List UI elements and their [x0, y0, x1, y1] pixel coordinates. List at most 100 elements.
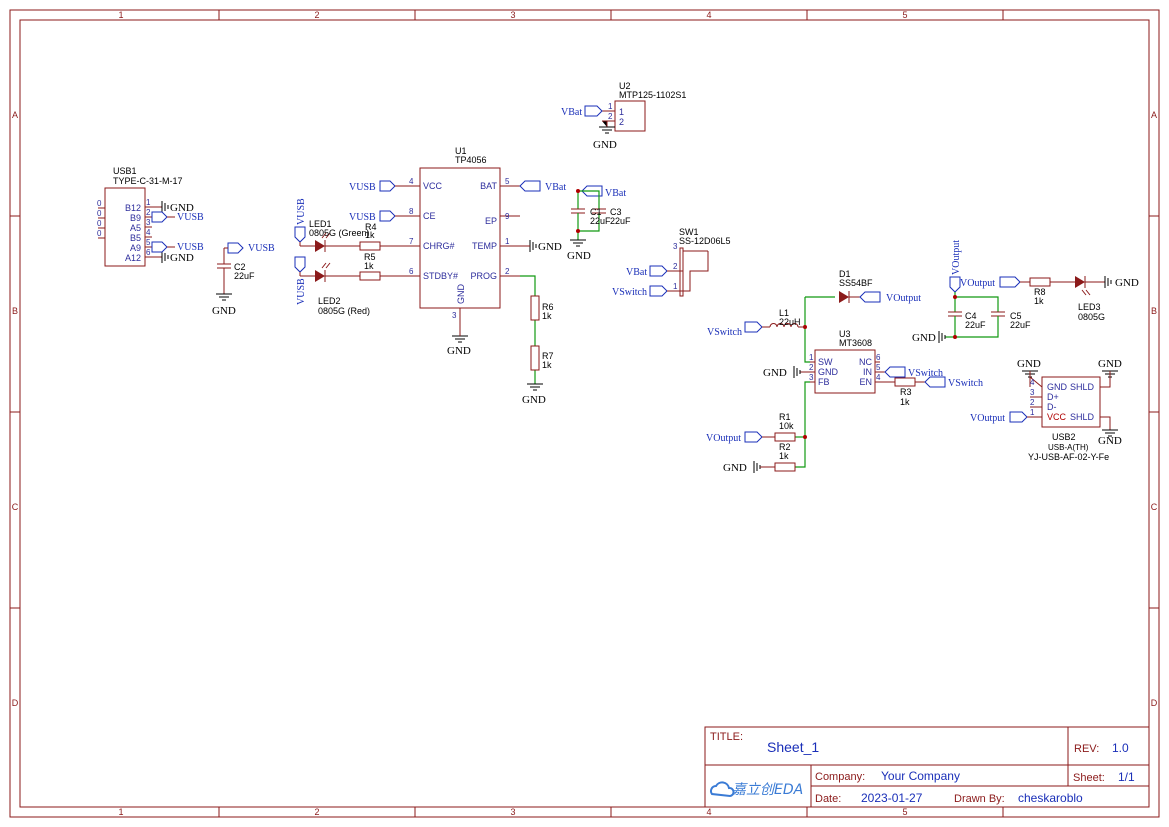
r7-ref: R7	[542, 351, 554, 361]
u3-pin-sw: SW	[818, 357, 833, 367]
u2-value: MTP125-1102S1	[619, 90, 686, 100]
usb2-gnd-bottom: GND	[1098, 435, 1122, 447]
u3-pin-nc: NC	[859, 357, 872, 367]
usb2-gnd-top-left: GND	[1017, 358, 1041, 370]
drawn-by-value: cheskaroblo	[1018, 791, 1083, 805]
frame-col-4: 4	[706, 10, 711, 20]
u1-ce-vusb-label: VUSB	[349, 212, 376, 223]
u3-pinnum-2: 2	[809, 363, 814, 372]
frame-col-1-bottom: 1	[118, 807, 123, 817]
u3-gnd-label: GND	[763, 367, 787, 379]
c4c5-voutput-label: VOutput	[951, 240, 962, 275]
r7-resistor[interactable]: R7 1k GND	[522, 345, 554, 406]
r3-resistor[interactable]: VSwitch R3 1k	[894, 376, 983, 407]
r4-resistor[interactable]: R4 1k	[359, 222, 400, 251]
c1-c3-capacitors[interactable]: VBat C1 22uF C3 22uF GND	[567, 185, 631, 262]
usb1-pinnum-4: 4	[146, 228, 151, 237]
u2-gnd-label: GND	[593, 139, 617, 151]
rev-label: REV:	[1074, 743, 1099, 755]
r1-value: 10k	[779, 421, 794, 431]
r2-ref: R2	[779, 442, 791, 452]
r1-resistor[interactable]: VOutput R1 10k	[706, 412, 796, 444]
c4-c5-capacitors[interactable]: VOutput C4 22uF C5 22uF GND	[912, 240, 1031, 344]
c2-ref: C2	[234, 262, 246, 272]
led2-ref: LED2	[318, 296, 341, 306]
usb2-pin-shld-2: SHLD	[1070, 412, 1095, 422]
led1-vusb-label: VUSB	[296, 198, 307, 225]
r6-resistor[interactable]: R6 1k	[530, 295, 554, 321]
c2-vusb-label: VUSB	[248, 243, 275, 254]
title-label: TITLE:	[710, 731, 743, 743]
led2-indicator[interactable]: VUSB LED2 0805G (Red)	[294, 256, 370, 316]
led3-indicator[interactable]: GND LED3 0805G	[1075, 276, 1139, 322]
u2-battery-connector[interactable]: U2 MTP125-1102S1 1 2 1 2 VBat GND	[561, 81, 686, 151]
usb1-pinnum-5: 5	[146, 238, 151, 247]
u3-pinnum-6: 6	[876, 353, 881, 362]
u3-pinnum-5: 5	[876, 363, 881, 372]
frame-col-3: 3	[510, 10, 515, 20]
r2-resistor[interactable]: GND R2 1k	[723, 442, 796, 474]
l1-ref: L1	[779, 308, 789, 318]
u3-pin-fb: FB	[818, 377, 830, 387]
u1-pinnum-9: 9	[505, 212, 510, 221]
usb1-pin-a9: A9	[130, 243, 141, 253]
c1-ref: C1	[590, 207, 602, 217]
led3-value: 0805G	[1078, 312, 1105, 322]
led1-indicator[interactable]: VUSB LED1 0805G (Green)	[294, 198, 370, 252]
sheet-label: Sheet:	[1073, 772, 1105, 784]
u3-value: MT3608	[839, 338, 872, 348]
l1-inductor[interactable]: VSwitch L1 22uH	[707, 308, 805, 338]
title-block: TITLE: Sheet_1 REV: 1.0 Company: Your Co…	[704, 726, 1150, 808]
u3-pin-in: IN	[863, 367, 872, 377]
sw1-ref: SW1	[679, 227, 699, 237]
l1-vswitch-label: VSwitch	[707, 327, 742, 338]
usb1-pad-0d: 0	[97, 229, 102, 238]
u2-pin2-name: 2	[619, 117, 624, 127]
usb1-pin-b9: B9	[130, 213, 141, 223]
l1-value: 22uH	[779, 317, 801, 327]
u1-pinnum-8: 8	[409, 207, 414, 216]
sw1-slide-switch[interactable]: SW1 SS-12D06L5 3 2 1 VBat VSwitch	[612, 227, 731, 298]
usb2-connector[interactable]: GND GND GND D+ D- VCC SHLD SHLD 4 3 2 1 …	[970, 358, 1122, 462]
d1-schottky-diode[interactable]: D1 SS54BF VOutput	[839, 269, 921, 304]
date-label: Date:	[815, 793, 841, 805]
r8-resistor[interactable]: VOutput R8 1k	[960, 276, 1075, 306]
frame-row-b-right: B	[1151, 306, 1157, 316]
u1-pin-bat: BAT	[480, 181, 497, 191]
sheet-value: 1/1	[1118, 770, 1135, 784]
r6-ref: R6	[542, 302, 554, 312]
usb2-pin-dminus: D-	[1047, 402, 1057, 412]
frame-row-a: A	[12, 110, 18, 120]
r5-value: 1k	[364, 261, 374, 271]
logo-text: 嘉立创EDA	[732, 782, 803, 798]
usb1-pinnum-1: 1	[146, 198, 151, 207]
u1-tp4056[interactable]: U1 TP4056 VCC CE CHRG# STDBY# 4 8 7 6 BA…	[400, 146, 520, 357]
r3-vswitch-label: VSwitch	[948, 378, 983, 389]
r3-ref: R3	[900, 387, 912, 397]
usb2-gnd-top-right: GND	[1098, 358, 1122, 370]
u1-pin-chrg: CHRG#	[423, 241, 455, 251]
sw1-pin1: 1	[673, 282, 678, 291]
c2-gnd-label: GND	[212, 305, 236, 317]
u1-pin-ce: CE	[423, 211, 436, 221]
c2-value: 22uF	[234, 271, 255, 281]
c5-value: 22uF	[1010, 320, 1031, 330]
usb1-connector[interactable]: USB1 TYPE-C-31-M-17 0 0 0 0 B12 B9 A5 B5…	[97, 166, 204, 267]
led2-value: 0805G (Red)	[318, 306, 370, 316]
u1-temp-gnd-label: GND	[538, 241, 562, 253]
company-label: Company:	[815, 771, 865, 783]
u2-pin2-num: 2	[608, 112, 613, 121]
sheet-frame: 1 2 3 4 5 1 2 3 4 5 A B C D A B C D	[9, 9, 1160, 818]
u2-pin1-name: 1	[619, 107, 624, 117]
u3-mt3608[interactable]: U3 MT3608 SW GND FB 1 2 3 NC IN EN 6 5 4…	[763, 329, 943, 394]
r5-resistor[interactable]: R5 1k	[359, 252, 400, 281]
r1-voutput-label: VOutput	[706, 433, 741, 444]
c2-capacitor[interactable]: VUSB C2 22uF GND	[212, 242, 275, 317]
usb1-value: TYPE-C-31-M-17	[113, 176, 183, 186]
frame-col-1: 1	[118, 10, 123, 20]
u1-gnd-label: GND	[447, 345, 471, 357]
u2-ref: U2	[619, 81, 631, 91]
usb2-pinnum-2: 2	[1030, 398, 1035, 407]
u2-vbat-label: VBat	[561, 107, 582, 118]
r1-ref: R1	[779, 412, 791, 422]
